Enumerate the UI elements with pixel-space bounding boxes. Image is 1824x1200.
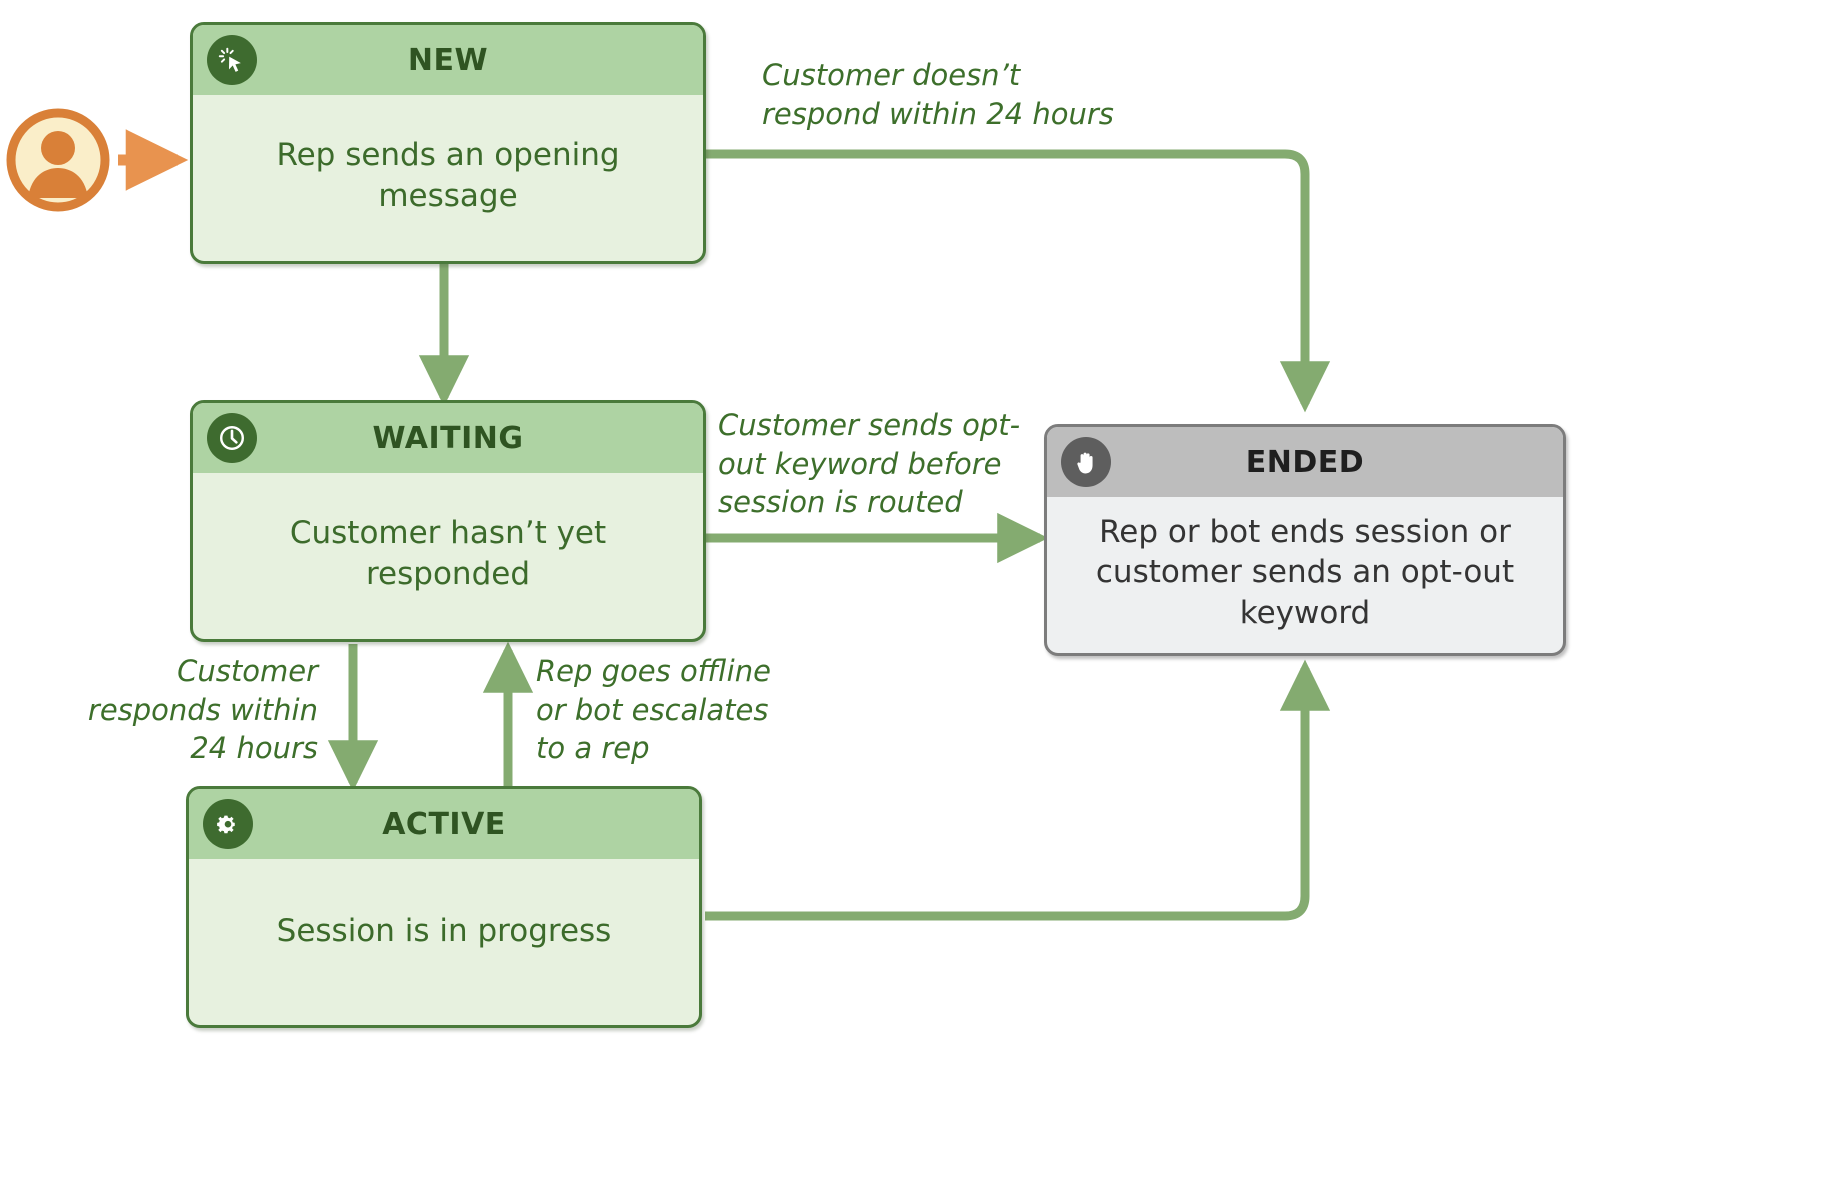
- node-waiting-header: WAITING: [193, 403, 703, 473]
- edge-label-active-to-waiting: Rep goes offline or bot escalates to a r…: [536, 654, 771, 766]
- node-new-body: Rep sends an opening message: [193, 95, 703, 261]
- node-ended-title: ENDED: [1245, 444, 1365, 480]
- node-active-body: Session is in progress: [189, 859, 699, 1025]
- node-new[interactable]: NEW Rep sends an opening message: [190, 22, 706, 264]
- node-waiting[interactable]: WAITING Customer hasn’t yet responded: [190, 400, 706, 642]
- node-new-title: NEW: [407, 42, 489, 78]
- node-waiting-title: WAITING: [372, 420, 524, 456]
- node-active[interactable]: ACTIVE Session is in progress: [186, 786, 702, 1028]
- node-waiting-body-text: Customer hasn’t yet responded: [289, 515, 607, 592]
- node-ended-body: Rep or bot ends session or customer send…: [1047, 497, 1563, 653]
- node-new-header: NEW: [193, 25, 703, 95]
- node-ended[interactable]: ENDED Rep or bot ends session or custome…: [1044, 424, 1566, 656]
- node-ended-body-text: Rep or bot ends session or customer send…: [1095, 514, 1515, 631]
- click-pointer-icon: [207, 35, 257, 85]
- stop-hand-icon: [1061, 437, 1111, 487]
- customer-avatar: [6, 108, 110, 212]
- person-icon: [6, 108, 110, 212]
- node-active-body-text: Session is in progress: [276, 913, 612, 949]
- node-active-title: ACTIVE: [382, 806, 506, 842]
- edge-active-to-ended: [705, 659, 1331, 921]
- node-waiting-body: Customer hasn’t yet responded: [193, 473, 703, 639]
- node-ended-header: ENDED: [1047, 427, 1563, 497]
- edge-label-waiting-to-active: Customer responds within 24 hours: [87, 654, 318, 766]
- edge-label-new-to-ended: Customer doesn’t respond within 24 hours: [762, 58, 1114, 131]
- edge-label-waiting-to-ended: Customer sends opt- out keyword before s…: [718, 408, 1021, 520]
- node-new-body-text: Rep sends an opening message: [276, 137, 620, 214]
- gear-icon: [203, 799, 253, 849]
- node-active-header: ACTIVE: [189, 789, 699, 859]
- edge-new-to-ended: [705, 149, 1331, 413]
- clock-icon: [207, 413, 257, 463]
